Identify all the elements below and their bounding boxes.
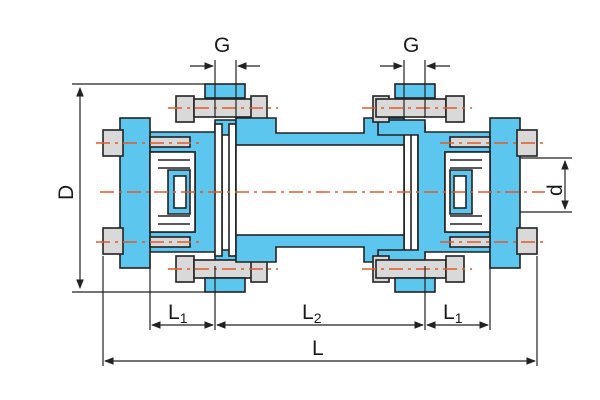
dimension-g-right: G (380, 34, 450, 118)
label-outer-diameter: D (55, 185, 78, 200)
length-extension-lines (102, 254, 538, 366)
center-lines (96, 107, 545, 270)
label-bore-diameter: d (544, 184, 567, 196)
bolt-head-right-lower (516, 227, 538, 255)
dimension-l2: L2 (216, 301, 424, 329)
label-total-length: L (312, 337, 324, 360)
label-l1-left: L1 (168, 301, 188, 326)
label-g-left: G (214, 34, 230, 57)
label-g-right: G (403, 34, 419, 57)
dimension-l1-left: L1 (151, 301, 214, 329)
left-hub (102, 117, 263, 269)
label-l2: L2 (302, 301, 322, 326)
dimension-g-left: G (190, 34, 260, 118)
dimension-d-bore: d (520, 157, 572, 213)
label-l1-right: L1 (443, 301, 463, 326)
dimension-l1-right: L1 (426, 301, 489, 329)
dimension-d-outer: D (55, 83, 205, 293)
spacer-tube (235, 117, 405, 263)
bolt-head-left-lower (102, 227, 124, 255)
dimension-l-total: L (104, 337, 536, 365)
